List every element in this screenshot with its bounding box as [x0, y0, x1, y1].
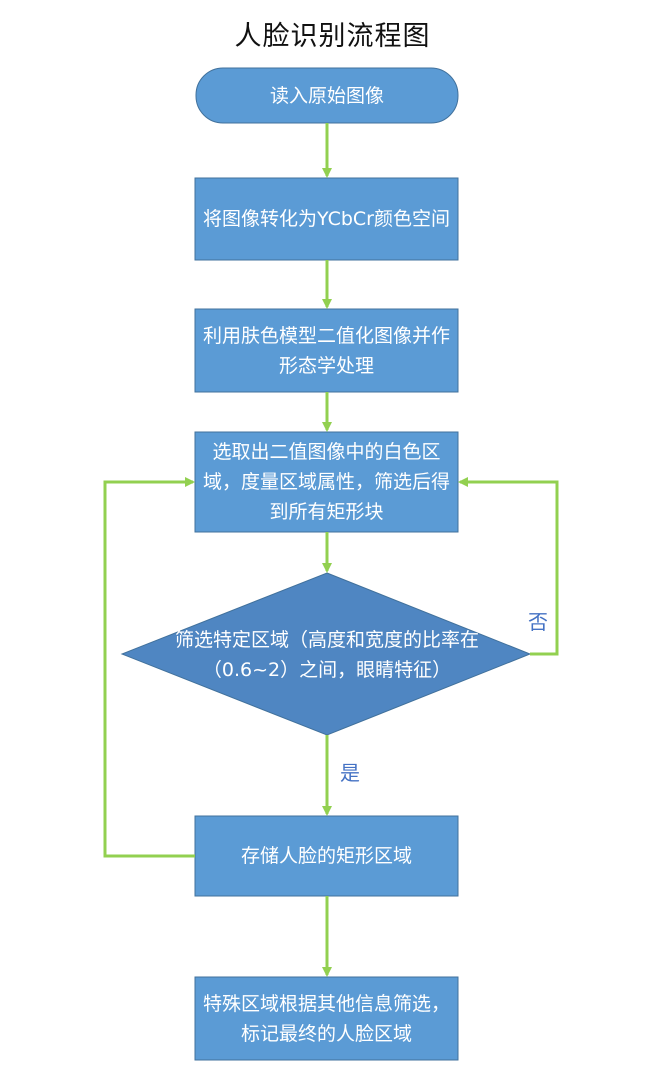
decision-node-label: 筛选特定区域（高度和宽度的比率在（0.6~2）之间，眼睛特征）	[174, 629, 479, 681]
binarize-node-shape	[194, 308, 459, 393]
store-node-shape	[194, 815, 459, 897]
final-node-label: 特殊区域根据其他信息筛选，标记最终的人脸区域	[202, 992, 450, 1045]
store-node-label: 存储人脸的矩形区域	[240, 845, 412, 867]
binarize-node-label: 利用肤色模型二值化图像并作形态学处理	[202, 324, 450, 377]
yes-edge-label: 是	[340, 761, 360, 785]
select-node-shape	[194, 431, 459, 533]
select-node-label: 选取出二值图像中的白色区域，度量区域属性，筛选后得到所有矩形块	[202, 441, 450, 523]
arrow-no-loop-back	[458, 477, 559, 656]
convert-node-shape	[194, 177, 459, 261]
diagram-title: 人脸识别流程图	[234, 21, 431, 52]
final-node-shape	[194, 976, 459, 1061]
convert-node-label: 将图像转化为YCbCr颜色空间	[203, 208, 450, 230]
arrow-store-loop-back	[103, 477, 195, 858]
no-edge-label: 否	[528, 610, 548, 634]
start-node-label: 读入原始图像	[269, 84, 384, 107]
